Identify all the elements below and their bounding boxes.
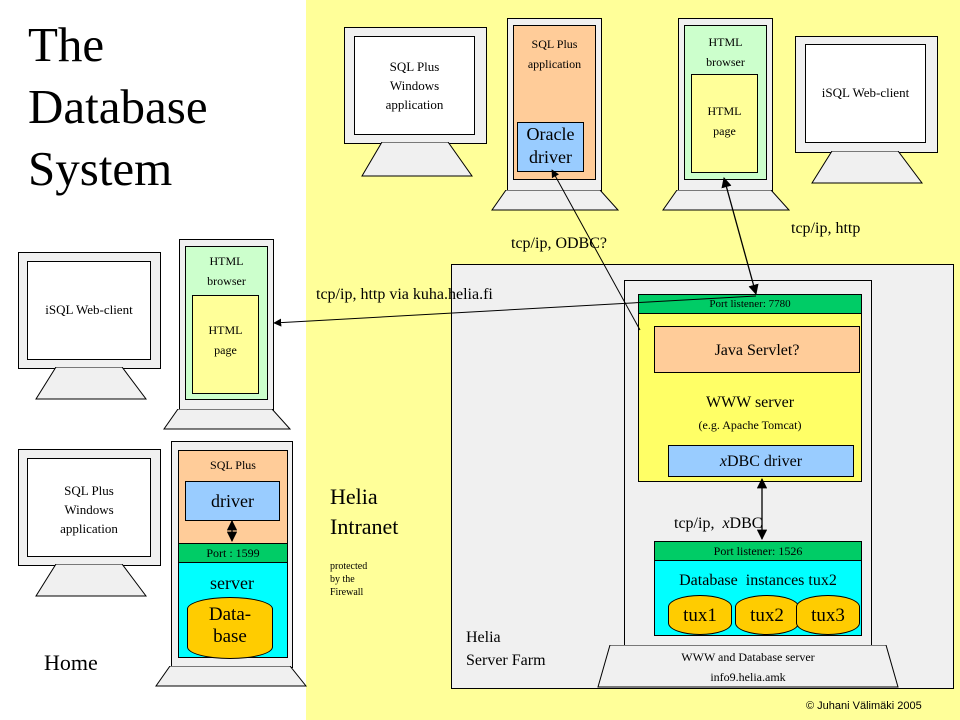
- http-connection-label: tcp/ip, http: [791, 220, 861, 237]
- monitor-stand: [35, 564, 147, 597]
- monitor-screen: SQL Plus Windows application: [354, 36, 475, 135]
- odbc-arrow: [551, 169, 641, 331]
- html-page-box: HTML page: [691, 74, 758, 173]
- xdbc-driver-box: xDBC driver: [668, 445, 854, 477]
- tower-base: [491, 190, 620, 211]
- oracle-driver-box: Oracle driver: [517, 122, 584, 172]
- copyright: © Juhani Välimäki 2005: [806, 700, 922, 712]
- java-servlet-box: Java Servlet?: [654, 326, 860, 373]
- server-farm-label: Helia Server Farm: [466, 629, 546, 669]
- home-database-cylinder: Data- base: [187, 597, 273, 659]
- monitor-screen: SQL Plus Windows application: [27, 458, 151, 557]
- tower-base: [155, 666, 308, 687]
- xdbc-connection-label: tcp/ip, xDBC: [674, 515, 763, 532]
- http-via-connection-label: tcp/ip, http via kuha.helia.fi: [316, 286, 493, 303]
- server-base: [597, 645, 899, 688]
- html-page-box: HTML page: [192, 295, 259, 394]
- intranet-title: Helia Intranet: [330, 484, 399, 539]
- port-listener-1526: Port listener: 1526: [654, 541, 862, 561]
- tower-base: [163, 409, 292, 430]
- monitor-stand: [361, 142, 473, 177]
- database-instances-label: Database instances tux2: [679, 572, 837, 589]
- page-title: The Database System: [28, 17, 208, 196]
- home-port-bar: Port : 1599: [178, 543, 288, 563]
- http-via-arrow: [273, 295, 757, 327]
- monitor-stand: [811, 151, 923, 184]
- firewall-note: protected by the Firewall: [330, 561, 368, 598]
- odbc-connection-label: tcp/ip, ODBC?: [511, 235, 607, 252]
- home-server-label: server: [210, 573, 254, 593]
- www-server-label: WWW server: [705, 394, 795, 411]
- monitor-screen: iSQL Web-client: [27, 261, 151, 360]
- tux3-cylinder: tux3: [796, 595, 860, 635]
- monitor-screen: iSQL Web-client: [805, 44, 926, 143]
- server-base-label: WWW and Database server info9.helia.amk: [681, 650, 815, 684]
- monitor-stand: [35, 367, 147, 400]
- home-label: Home: [44, 650, 98, 675]
- http-arrow: [721, 176, 759, 296]
- tux2-cylinder: tux2: [735, 595, 799, 635]
- www-server-example: (e.g. Apache Tomcat): [698, 418, 802, 432]
- tux1-cylinder: tux1: [668, 595, 732, 635]
